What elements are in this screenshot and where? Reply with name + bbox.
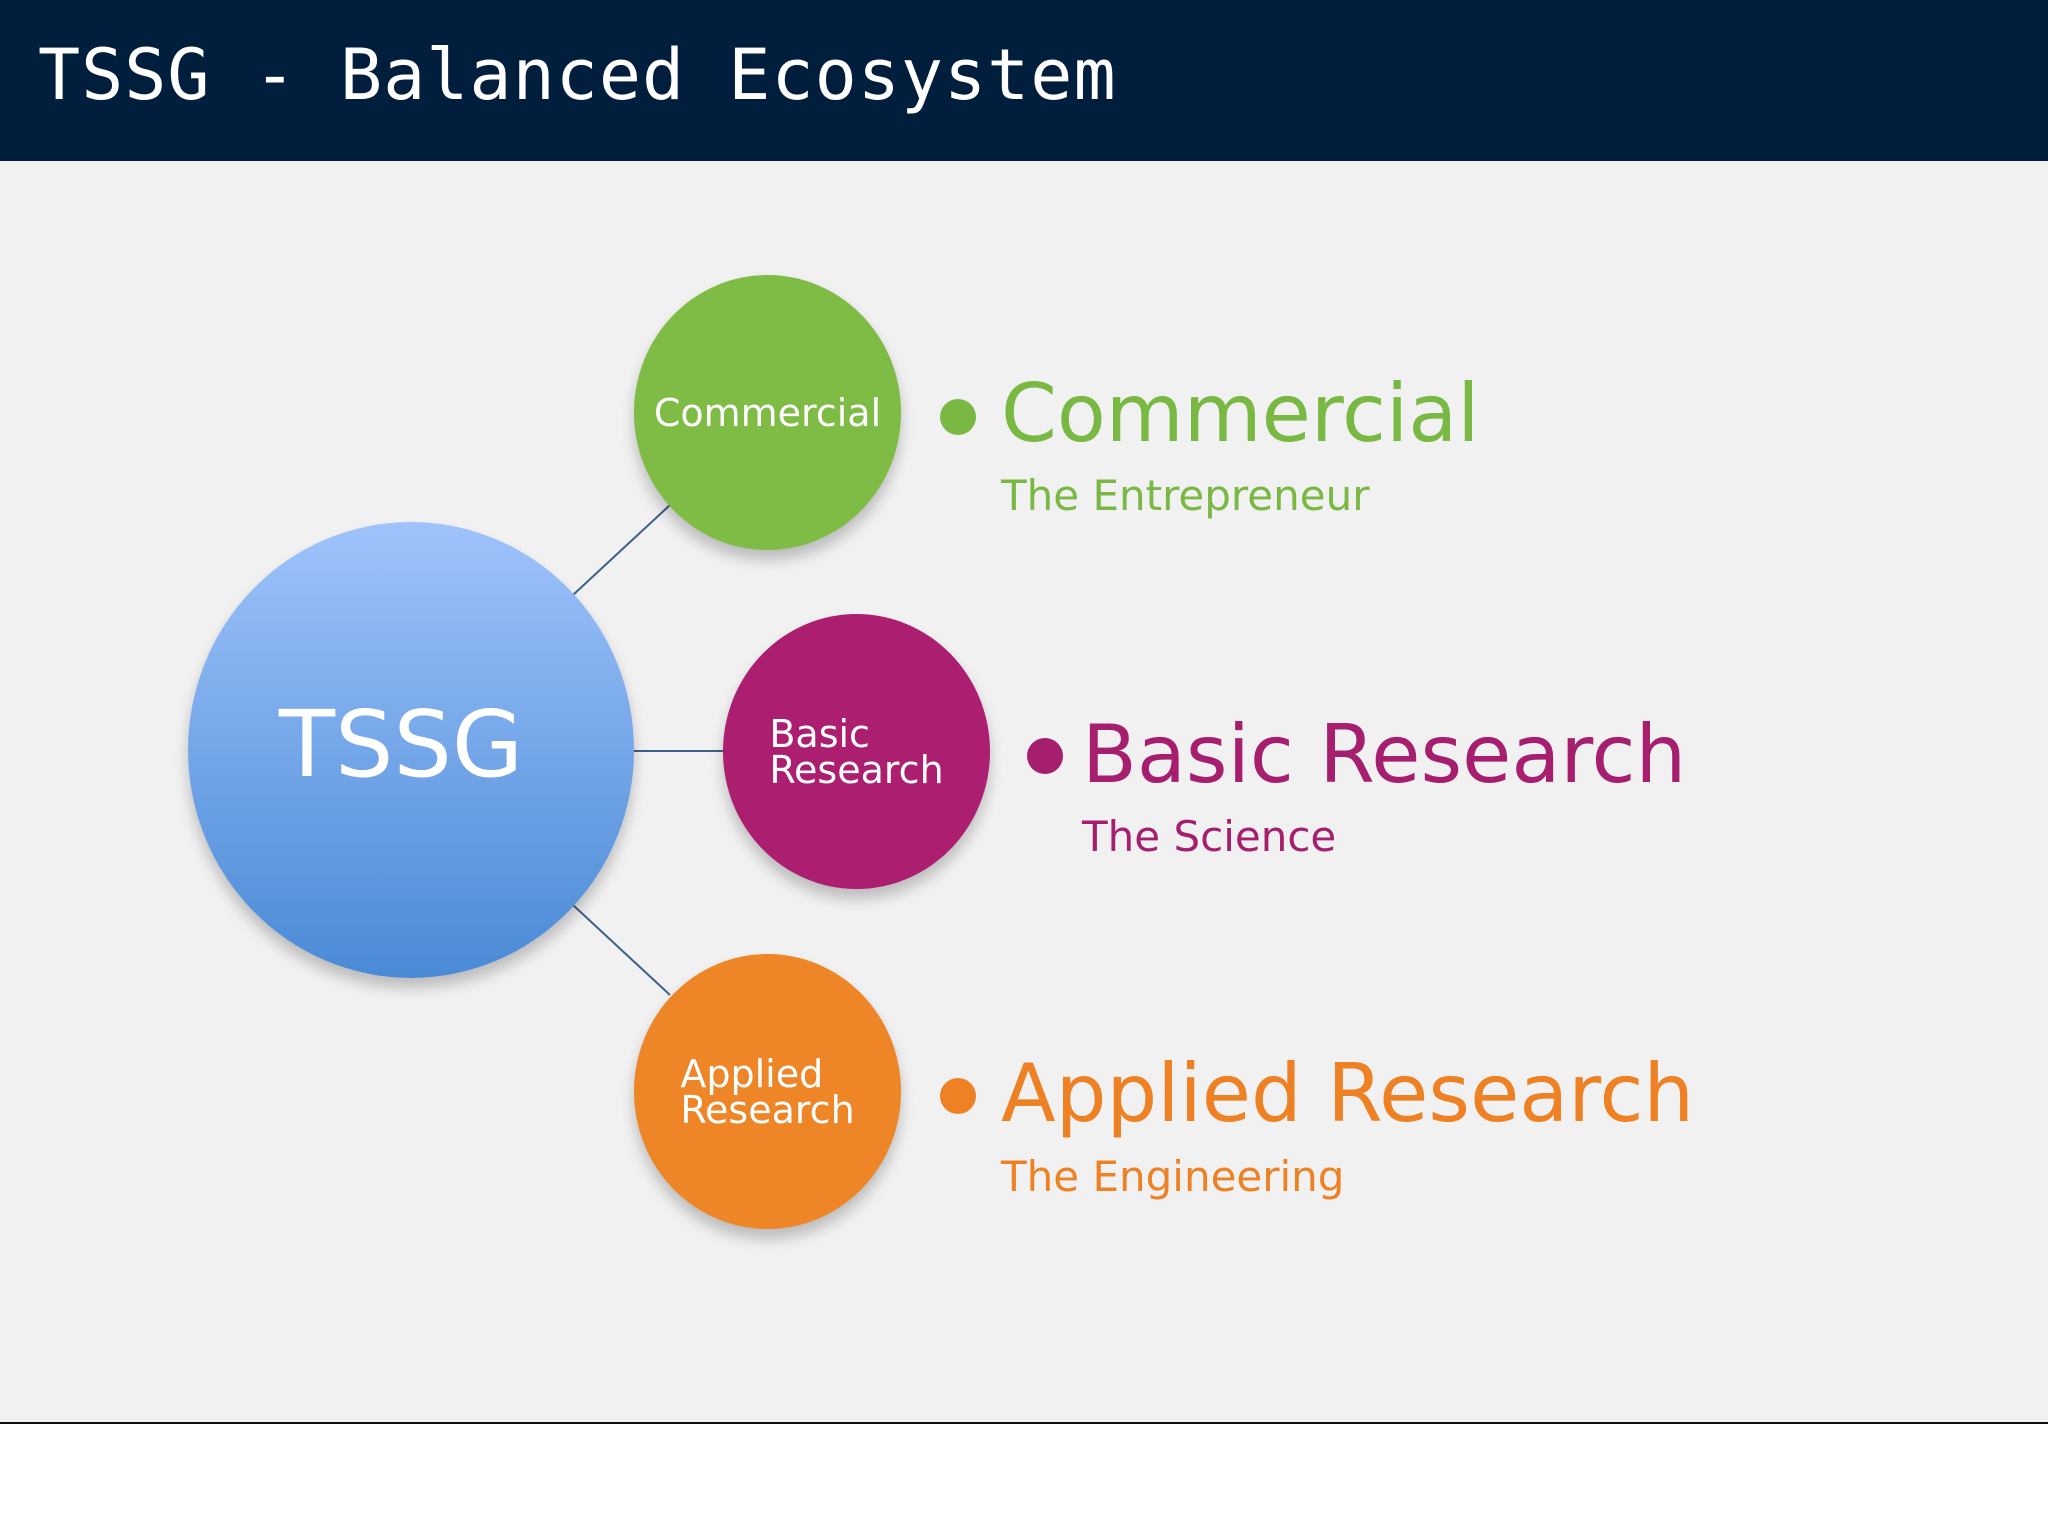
applied-research-circle: Applied Research [634,954,901,1229]
basic-research-subtitle: The Science [1082,812,1337,861]
basic-research-bullet [1027,738,1063,774]
basic-research-heading: Basic Research [1082,708,1687,801]
tssg-label: TSSG [278,690,524,798]
applied-research-circle-label: Applied Research [680,1051,855,1132]
footer-divider [0,1422,2048,1424]
commercial-circle: Commercial [634,275,901,550]
applied-research-heading: Applied Research [1001,1047,1695,1140]
applied-research-label-line1: Applied [680,1051,824,1096]
slide-header: TSSG - Balanced Ecosystem [0,0,2048,161]
slide-title: TSSG - Balanced Ecosystem [38,34,1117,116]
applied-research-bullet [940,1078,976,1114]
basic-research-label-line2: Research [769,747,944,792]
basic-research-circle-label: Basic Research [769,711,944,792]
commercial-circle-label: Commercial [653,390,882,435]
commercial-heading: Commercial [1001,367,1480,460]
commercial-bullet [940,399,976,435]
connector-commercial [572,504,671,596]
commercial-subtitle: The Entrepreneur [1001,471,1370,520]
basic-research-label-line1: Basic [769,711,870,756]
applied-research-subtitle: The Engineering [1001,1152,1345,1201]
basic-research-circle: Basic Research [723,614,990,889]
connector-applied-research [572,904,671,996]
applied-research-label-line2: Research [680,1087,855,1132]
tssg-circle: TSSG [188,522,634,978]
